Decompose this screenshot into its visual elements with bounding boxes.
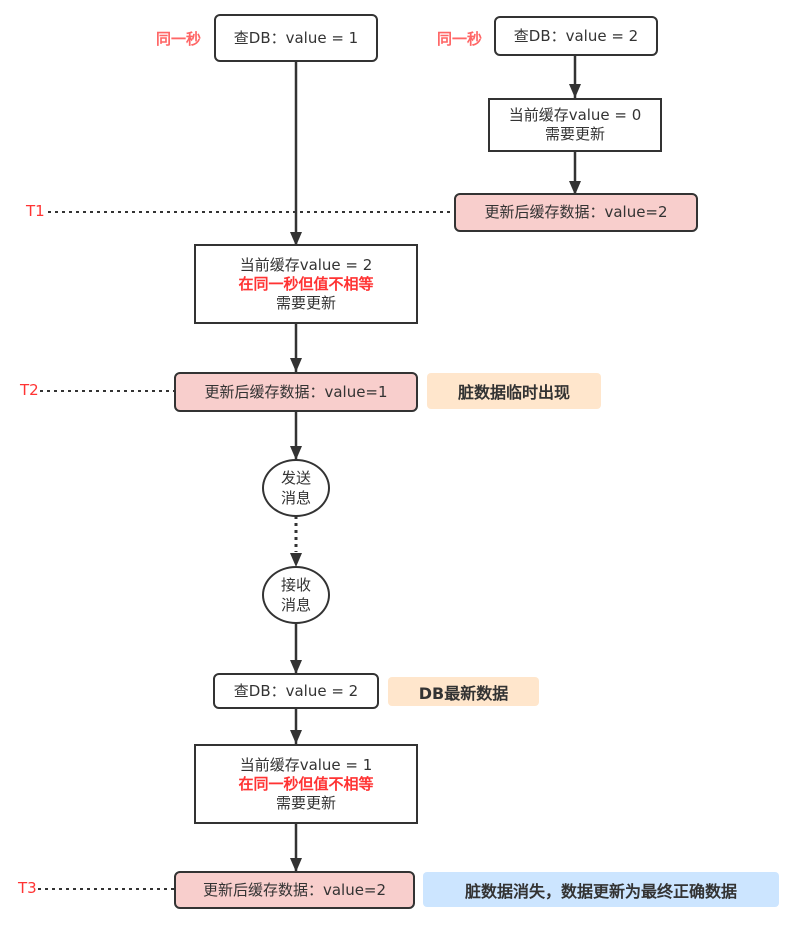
- arrowhead: [290, 660, 302, 674]
- arrowhead: [290, 446, 302, 460]
- same-second-mismatch-text-2: 在同一秒但值不相等: [238, 774, 374, 793]
- dirty-data-appears-text: 脏数据临时出现: [457, 383, 570, 402]
- right-update-cache-text: 更新后缓存数据：value=2: [484, 203, 668, 221]
- db-latest-text: DB最新数据: [418, 683, 509, 703]
- right-update-cache-box: 更新后缓存数据：value=2: [454, 193, 698, 232]
- arrowhead: [290, 858, 302, 872]
- same-second-label-left: 同一秒: [156, 30, 202, 48]
- send-message-node: 发送 消息: [262, 459, 330, 517]
- arrowhead: [569, 181, 581, 195]
- receive-message-text-1: 接收: [280, 576, 311, 594]
- cache-value-text: 当前缓存value = 2: [239, 255, 373, 274]
- send-message-text-2: 消息: [280, 489, 311, 507]
- right-query-db-box: 查DB：value = 2: [494, 16, 658, 56]
- same-second-label-right: 同一秒: [437, 30, 483, 48]
- needs-update-text: 需要更新: [275, 293, 336, 312]
- right-query-db-text: 查DB：value = 2: [513, 26, 639, 45]
- dirty-data-gone-text: 脏数据消失，数据更新为最终正确数据: [464, 881, 737, 901]
- db-latest-note: DB最新数据: [388, 677, 539, 706]
- right-cache-check-box: 当前缓存value = 0 需要更新: [488, 98, 662, 152]
- same-second-mismatch-text: 在同一秒但值不相等: [238, 274, 374, 293]
- left-cache-check-box-2: 当前缓存value = 1 在同一秒但值不相等 需要更新: [194, 744, 418, 824]
- update-cache-text: 更新后缓存数据：value=1: [204, 382, 388, 401]
- right-cache-value-text: 当前缓存value = 0: [508, 106, 642, 124]
- send-message-text-1: 发送: [280, 469, 311, 487]
- t1-label: T1: [26, 202, 45, 220]
- left-query-db-box-2: 查DB：value = 2: [213, 673, 379, 709]
- receive-message-node: 接收 消息: [262, 566, 330, 624]
- left-update-cache-box-1: 更新后缓存数据：value=1: [174, 372, 418, 412]
- arrowhead: [290, 358, 302, 372]
- needs-update-text-2: 需要更新: [275, 793, 336, 812]
- dirty-data-gone-note: 脏数据消失，数据更新为最终正确数据: [423, 872, 779, 907]
- arrowhead: [569, 84, 581, 98]
- arrowhead: [290, 232, 302, 246]
- left-query-db-text-2: 查DB：value = 2: [233, 681, 359, 700]
- right-needs-update-text: 需要更新: [544, 125, 605, 143]
- t2-label: T2: [20, 381, 39, 399]
- arrowhead: [290, 553, 302, 567]
- left-query-db-text: 查DB：value = 1: [233, 28, 359, 47]
- left-query-db-box: 查DB：value = 1: [214, 14, 378, 62]
- t3-label: T3: [18, 879, 37, 897]
- arrowhead: [290, 730, 302, 744]
- cache-value-text-2: 当前缓存value = 1: [239, 755, 373, 774]
- update-cache-text-2: 更新后缓存数据：value=2: [202, 880, 387, 899]
- left-cache-check-box-1: 当前缓存value = 2 在同一秒但值不相等 需要更新: [194, 244, 418, 324]
- left-update-cache-box-2: 更新后缓存数据：value=2: [174, 871, 415, 909]
- receive-message-text-2: 消息: [280, 596, 311, 614]
- dirty-data-appears-note: 脏数据临时出现: [427, 373, 601, 409]
